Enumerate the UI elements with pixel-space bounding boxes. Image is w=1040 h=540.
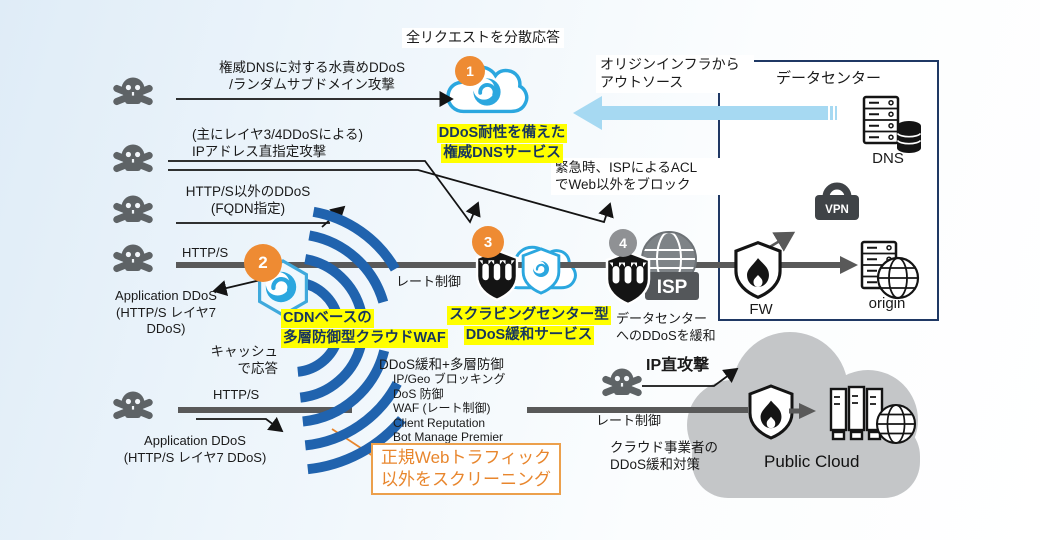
public-cloud-label: Public Cloud bbox=[764, 452, 860, 471]
step1-line2: 権威DNSサービス bbox=[441, 144, 563, 163]
step1-line1: DDoS耐性を備えた bbox=[436, 124, 568, 143]
step3-line2: DDoS緩和サービス bbox=[463, 326, 595, 345]
ip-direct-attack-label: IP直攻撃 bbox=[646, 357, 710, 374]
isp-tag: ISP bbox=[645, 272, 699, 300]
scrubbing-shield-icon bbox=[521, 247, 561, 295]
step2-badge: 2 bbox=[244, 244, 282, 282]
origin-arrowhead bbox=[840, 256, 858, 274]
step3-badge: 3 bbox=[472, 226, 504, 258]
dns-water-attack-label: 権威DNSに対する水責めDDoS /ランダムサブドメイン攻撃 bbox=[218, 60, 405, 93]
step2-service-label: CDNベースの 多層防御型クラウドWAF bbox=[281, 308, 457, 348]
rate-control-bottom-label: レート制御 bbox=[596, 413, 662, 428]
emergency-acl-note: 緊急時、ISPによるACL でWeb以外をブロック bbox=[551, 158, 725, 195]
outsource-arrow bbox=[573, 96, 837, 130]
https-top-label: HTTP/S bbox=[182, 245, 229, 260]
origin-label: origin bbox=[868, 295, 906, 312]
dns-database-icon bbox=[896, 121, 922, 153]
screening-note-box: 正規Webトラフィック 以外をスクリーニング bbox=[371, 443, 561, 496]
step3-service-label: スクラビングセンター型 DDoS緩和サービス bbox=[441, 305, 617, 345]
cdn-feature-list: IP/Geo ブロッキング DoS 防御 WAF (レート制御) Client … bbox=[393, 372, 506, 445]
step2-line2: 多層防御型クラウドWAF bbox=[281, 329, 448, 348]
vpn-lock-icon: VPN bbox=[815, 182, 859, 220]
step4-badge: 4 bbox=[609, 229, 637, 257]
skull-icon bbox=[112, 391, 154, 421]
outsource-note: オリジンインフラから アウトソース bbox=[596, 55, 754, 93]
skull-icon bbox=[112, 195, 154, 225]
app-ddos-bottom-label: Application DDoS (HTTP/S レイヤ7 DDoS) bbox=[123, 433, 267, 465]
origin-globe-icon bbox=[876, 256, 920, 300]
skull-icon bbox=[601, 368, 643, 398]
skull-icon bbox=[112, 77, 154, 107]
step4-note: データセンター へのDDoSを緩和 bbox=[616, 311, 716, 343]
https-bottom-label: HTTP/S bbox=[213, 387, 260, 402]
fw-label: FW bbox=[749, 301, 773, 318]
step3-line1: スクラビングセンター型 bbox=[447, 306, 611, 325]
isp-label: ISP bbox=[657, 277, 688, 298]
step1-service-label: DDoS耐性を備えた 権威DNSサービス bbox=[421, 123, 583, 163]
cloud-servers-icon bbox=[829, 385, 884, 441]
step2-line1: CDNベースの bbox=[281, 309, 374, 328]
app-ddos-top-label: Application DDoS (HTTP/S レイヤ7 DDoS) bbox=[115, 288, 217, 337]
dns-server-icon bbox=[862, 95, 900, 145]
dns-label: DNS bbox=[872, 150, 904, 167]
cloud-fw-shield-icon bbox=[750, 386, 792, 438]
rate-control-mid-label: レート制御 bbox=[396, 274, 462, 289]
layer34-attack-label: (主にレイヤ3/4DDoSによる) IPアドレス直指定攻撃 bbox=[192, 127, 363, 160]
skull-icon bbox=[112, 144, 154, 174]
fw-shield-icon bbox=[736, 243, 780, 298]
cloud-arrow bbox=[789, 403, 816, 419]
vpn-label: VPN bbox=[825, 204, 849, 216]
scrubbing-bomb-shield-icon bbox=[477, 250, 517, 299]
cloud-globe-icon bbox=[875, 403, 917, 445]
non-http-ddos-label: HTTP/S以外のDDoS (FQDN指定) bbox=[185, 184, 311, 217]
datacenter-title: データセンター bbox=[776, 70, 882, 87]
isp-bomb-shield-icon bbox=[607, 252, 649, 304]
step1-badge: 1 bbox=[455, 56, 485, 86]
mitigation-title: DDoS緩和+多層防御 bbox=[379, 357, 504, 372]
skull-icon bbox=[112, 244, 154, 274]
distributed-response-note: 全リクエストを分散応答 bbox=[402, 28, 564, 48]
cache-response-note: キャッシュ で応答 bbox=[210, 344, 279, 377]
cdn-arc-fan bbox=[297, 206, 406, 475]
cloud-provider-note: クラウド事業者の DDoS緩和対策 bbox=[610, 440, 718, 473]
